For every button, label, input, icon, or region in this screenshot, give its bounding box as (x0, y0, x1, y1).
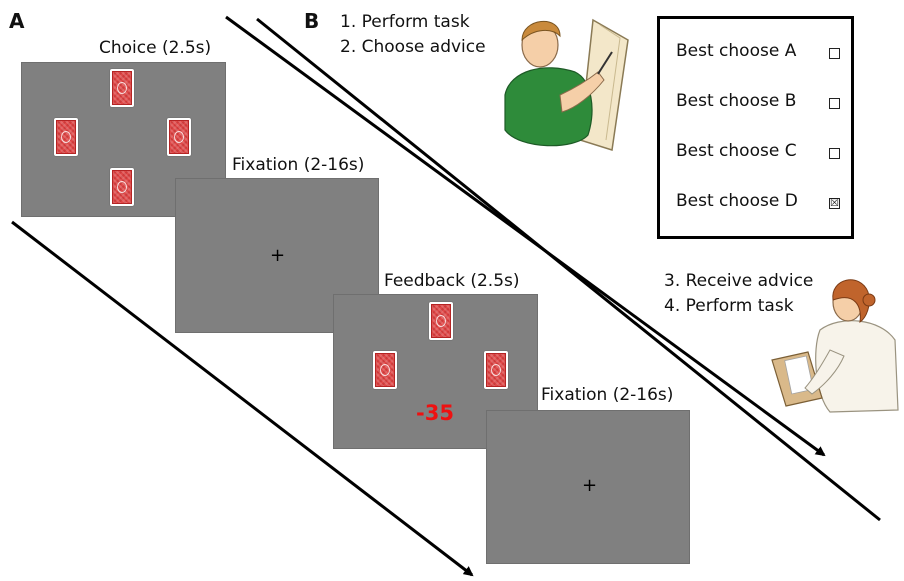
step-4-label: 4. Perform task (664, 296, 794, 316)
fixation-screen-2: + (486, 410, 690, 564)
card-right (484, 351, 508, 389)
advice-option-d: Best choose D (676, 191, 798, 211)
fixation-screen-1-label: Fixation (2-16s) (232, 155, 365, 175)
advice-option-label: Best choose A (676, 41, 797, 61)
step-3-label: 3. Receive advice (664, 271, 814, 291)
advice-checkbox-c (829, 148, 840, 159)
card-bottom (110, 168, 134, 206)
card-left (373, 351, 397, 389)
advice-option-a: Best choose A (676, 41, 796, 61)
fixation-cross: + (270, 245, 286, 266)
fixation-screen-2-label: Fixation (2-16s) (541, 385, 674, 405)
feedback-value: -35 (416, 401, 454, 425)
advice-checkbox-a (829, 48, 840, 59)
task-sequence-line (256, 17, 881, 522)
advice-option-c: Best choose C (676, 141, 797, 161)
panel-a-letter: A (9, 9, 25, 33)
choice-screen (21, 62, 226, 217)
card-left (54, 118, 78, 156)
card-top (110, 69, 134, 107)
advice-option-b: Best choose B (676, 91, 796, 111)
feedback-screen-label: Feedback (2.5s) (384, 271, 520, 291)
card-top (429, 302, 453, 340)
advice-checkbox-b (829, 98, 840, 109)
choice-screen-label: Choice (2.5s) (99, 38, 212, 58)
panel-b-letter: B (304, 9, 320, 33)
step-1-label: 1. Perform task (340, 12, 470, 32)
card-right (167, 118, 191, 156)
fixation-cross: + (582, 475, 598, 496)
advice-option-label: Best choose C (676, 141, 797, 161)
advice-option-label: Best choose D (676, 191, 798, 211)
advice-checkbox-d: ☒ (829, 198, 840, 209)
advice-option-label: Best choose B (676, 91, 797, 111)
step-2-label: 2. Choose advice (340, 37, 486, 57)
advice-options-box: Best choose A Best choose B Best choose … (657, 16, 854, 239)
timeline-arrow (11, 220, 474, 577)
